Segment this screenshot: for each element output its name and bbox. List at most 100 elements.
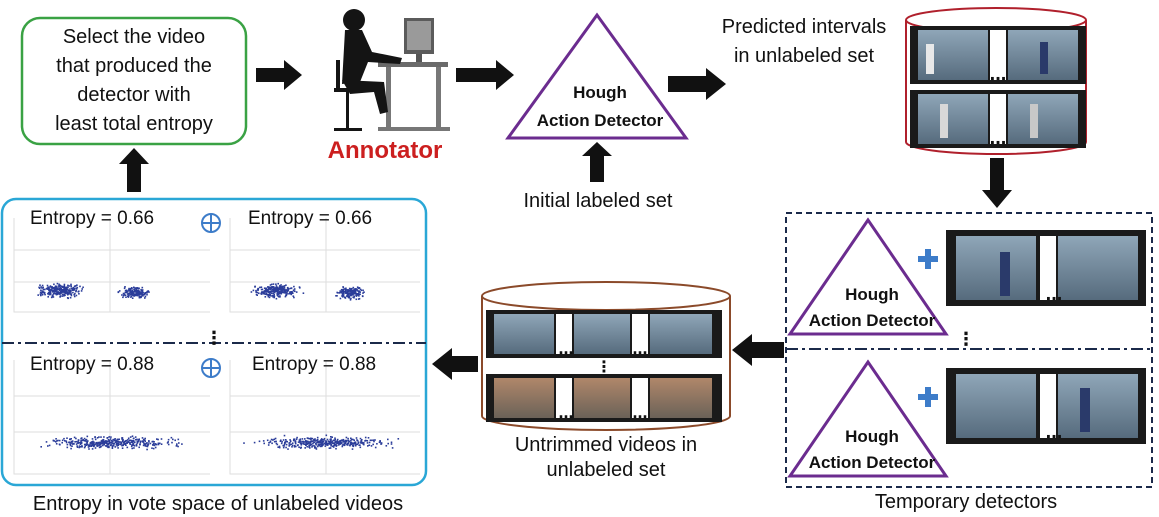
vote-point [320, 442, 323, 444]
vote-point [127, 437, 130, 440]
vote-point [132, 444, 134, 446]
vote-point [289, 291, 291, 293]
vote-point [73, 443, 75, 445]
vote-point [58, 283, 60, 286]
vote-point [359, 291, 361, 293]
vote-point [300, 444, 303, 446]
vote-point [69, 296, 72, 299]
vote-point [47, 296, 49, 298]
vote-point [271, 288, 274, 291]
vote-point [342, 441, 345, 443]
vote-point [263, 290, 265, 293]
vote-point [61, 439, 64, 442]
vote-point [352, 290, 355, 293]
vote-point [72, 288, 74, 290]
vote-plot-1 [13, 218, 210, 313]
vote-point [345, 440, 348, 443]
vote-point [349, 290, 352, 293]
vote-point [286, 291, 288, 294]
vote-point [304, 440, 307, 442]
vote-point [88, 448, 90, 450]
vote-point [158, 442, 160, 445]
vote-point [292, 295, 295, 297]
vote-point [275, 297, 278, 300]
vote-point [61, 293, 64, 296]
vote-point [126, 290, 129, 292]
vote-point [355, 295, 358, 297]
vote-point [61, 286, 64, 289]
vote-point [134, 436, 137, 438]
vote-point [302, 440, 304, 443]
vote-point [42, 288, 45, 291]
vote-point [329, 443, 331, 445]
vote-point [50, 296, 53, 299]
vote-point [137, 439, 140, 441]
vote-point [146, 445, 149, 448]
vote-point [299, 440, 302, 442]
vote-point [89, 442, 92, 444]
vote-point [157, 443, 160, 446]
vote-point [153, 444, 156, 447]
vote-point [133, 295, 135, 297]
vote-point [56, 282, 59, 285]
vote-point [299, 287, 301, 289]
vote-point [130, 445, 133, 448]
vote-point [47, 291, 50, 294]
vote-point [73, 436, 76, 439]
vote-point [352, 294, 354, 296]
vote-point [141, 290, 144, 293]
vote-point [47, 293, 49, 295]
vote-point [133, 292, 135, 295]
vote-point [298, 446, 300, 448]
vote-point [292, 439, 295, 442]
vote-point [66, 297, 69, 299]
vote-point [351, 443, 353, 445]
vote-point [279, 287, 281, 289]
vote-point [292, 289, 295, 292]
vote-point [318, 444, 321, 447]
vote-point [148, 291, 150, 293]
vote-point [135, 292, 137, 294]
vote-point [43, 291, 45, 293]
vote-point [346, 291, 349, 293]
vote-point [142, 438, 145, 441]
vote-point [268, 442, 270, 444]
vote-point [68, 289, 71, 292]
vote-point [299, 438, 302, 440]
vote-point [85, 440, 87, 443]
vote-point [289, 292, 291, 295]
vote-point [59, 284, 61, 287]
vote-point [84, 445, 86, 448]
vote-point [273, 294, 275, 296]
vote-point [148, 441, 150, 443]
vote-point [253, 441, 256, 444]
vote-point [52, 439, 55, 442]
detector-label-line2: Action Detector [809, 453, 936, 472]
detector-label-line1: Hough [845, 285, 899, 304]
vote-point [279, 291, 282, 294]
vote-point [131, 292, 134, 294]
vote-point [136, 438, 138, 441]
vote-point [146, 293, 148, 296]
vote-point [131, 297, 134, 299]
vote-point [356, 286, 359, 288]
vote-point [129, 443, 131, 445]
vote-point [82, 439, 84, 442]
vote-point [147, 444, 149, 446]
vote-point [326, 443, 329, 445]
vote-point [309, 440, 312, 443]
vote-point [350, 437, 352, 440]
vote-point [306, 443, 308, 445]
vote-point [351, 444, 354, 447]
vote-point [336, 442, 338, 445]
vote-point [307, 443, 309, 445]
vote-point [344, 292, 346, 294]
plus-icon [918, 249, 938, 269]
vote-point [146, 448, 148, 451]
vote-point [101, 442, 103, 445]
vote-point [55, 438, 57, 440]
vote-point [290, 292, 292, 295]
vote-point [80, 441, 83, 444]
vote-point [334, 440, 337, 443]
vote-point [77, 440, 79, 443]
